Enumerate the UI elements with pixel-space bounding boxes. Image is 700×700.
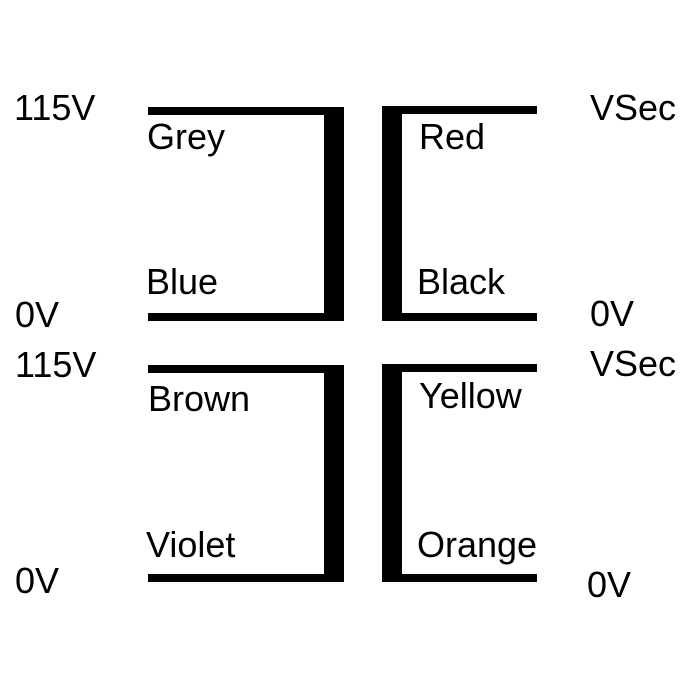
secondary-bottom-wire-label-orange: Orange — [417, 524, 538, 565]
primary-top-core-bar — [324, 107, 344, 321]
secondary-bottom-terminal-label-vsec: VSec — [590, 343, 677, 384]
secondary-top-wire-label-red: Red — [419, 116, 486, 157]
primary-top-lead-line-0v — [148, 313, 344, 321]
primary-top-wire-label-grey: Grey — [147, 116, 226, 157]
primary-bottom-terminal-label-0v: 0V — [15, 560, 60, 601]
secondary-top-core-bar — [382, 106, 402, 321]
secondary-top-terminal-label-0v: 0V — [590, 293, 635, 334]
primary-bottom-lead-line-115v — [148, 365, 344, 373]
secondary-top-lead-line-vsec — [382, 106, 537, 114]
secondary-bottom-core-bar — [382, 364, 402, 582]
primary-top-wire-label-blue: Blue — [146, 261, 219, 302]
primary-bottom-core-bar — [324, 365, 344, 582]
secondary-top-wire-label-black: Black — [417, 261, 506, 302]
secondary-bottom-wire-label-yellow: Yellow — [419, 375, 522, 416]
primary-bottom-wire-label-brown: Brown — [148, 378, 251, 419]
secondary-bottom-lead-line-0v — [382, 574, 537, 582]
secondary-top-terminal-label-vsec: VSec — [590, 87, 677, 128]
primary-bottom-lead-line-0v — [148, 574, 344, 582]
primary-top-terminal-label-0v: 0V — [15, 294, 60, 335]
primary-bottom-terminal-label-115v: 115V — [15, 344, 97, 385]
secondary-bottom-lead-line-vsec — [382, 364, 537, 372]
primary-top-lead-line-115v — [148, 107, 344, 115]
primary-bottom-wire-label-violet: Violet — [146, 524, 236, 565]
secondary-top-lead-line-0v — [382, 313, 537, 321]
secondary-bottom-terminal-label-0v: 0V — [587, 564, 632, 605]
primary-top-terminal-label-115v: 115V — [14, 87, 96, 128]
